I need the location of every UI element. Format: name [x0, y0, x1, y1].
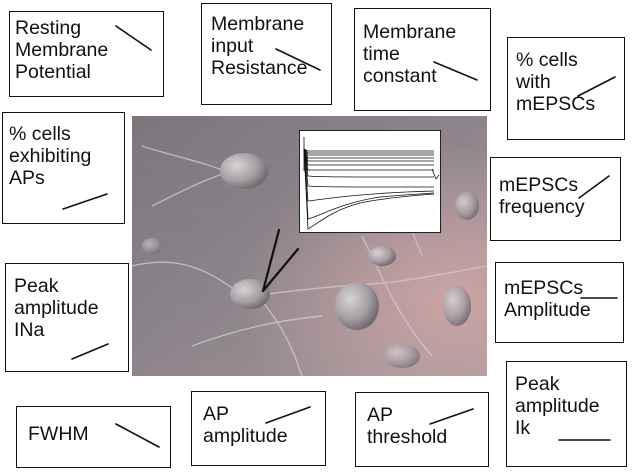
stroke-input-resistance [275, 48, 321, 71]
ap-amplitude-label: AP amplitude [203, 403, 288, 447]
stroke-peak-ina [71, 343, 109, 360]
mepscs-frequency-box: mEPSCs frequency [490, 157, 621, 241]
pct-cells-with-mepscs-box: % cells with mEPSCs [507, 37, 625, 140]
membrane-input-resistance-box: Membrane input Resistance [201, 3, 332, 105]
stroke-mepscs-frequency [578, 175, 610, 199]
stroke-resting [115, 25, 152, 51]
mepscs-frequency-label: mEPSCs frequency [499, 174, 585, 218]
stroke-pct-mepscs [577, 76, 616, 97]
stroke-ap-threshold [429, 408, 474, 425]
mepscs-amplitude-box: mEPSCs Amplitude [495, 262, 624, 343]
fwhm-label: FWHM [28, 423, 89, 445]
pct-cells-exhibiting-aps-box: % cells exhibiting APs [2, 112, 125, 224]
membrane-time-constant-box: Membrane time constant [354, 8, 491, 111]
stroke-pct-aps [62, 193, 108, 210]
stroke-time-constant [433, 61, 478, 81]
membrane-time-constant-label: Membrane time constant [363, 21, 457, 87]
resting-membrane-potential-box: Resting Membrane Potential [9, 11, 164, 97]
fwhm-box: FWHM [16, 406, 171, 468]
current-traces [303, 137, 440, 230]
pct-cells-with-mepscs-label: % cells with mEPSCs [516, 49, 596, 115]
peak-amplitude-ina-box: Peak amplitude INa [5, 263, 129, 372]
stroke-fwhm [115, 423, 160, 448]
peak-amplitude-ik-label: Peak amplitude Ik [515, 373, 600, 439]
membrane-input-resistance-label: Membrane input Resistance [211, 13, 308, 79]
ap-threshold-box: AP threshold [355, 392, 489, 467]
mepscs-amplitude-label: mEPSCs Amplitude [504, 277, 591, 321]
stroke-ap-amplitude [265, 406, 311, 424]
peak-amplitude-ina-label: Peak amplitude INa [14, 275, 99, 341]
resting-membrane-potential-label: Resting Membrane Potential [15, 17, 109, 83]
peak-amplitude-ik-box: Peak amplitude Ik [506, 361, 627, 467]
current-trace-inset [299, 130, 441, 233]
ap-amplitude-box: AP amplitude [191, 391, 326, 466]
pct-cells-exhibiting-aps-label: % cells exhibiting APs [9, 123, 92, 189]
ap-threshold-label: AP threshold [367, 404, 448, 448]
